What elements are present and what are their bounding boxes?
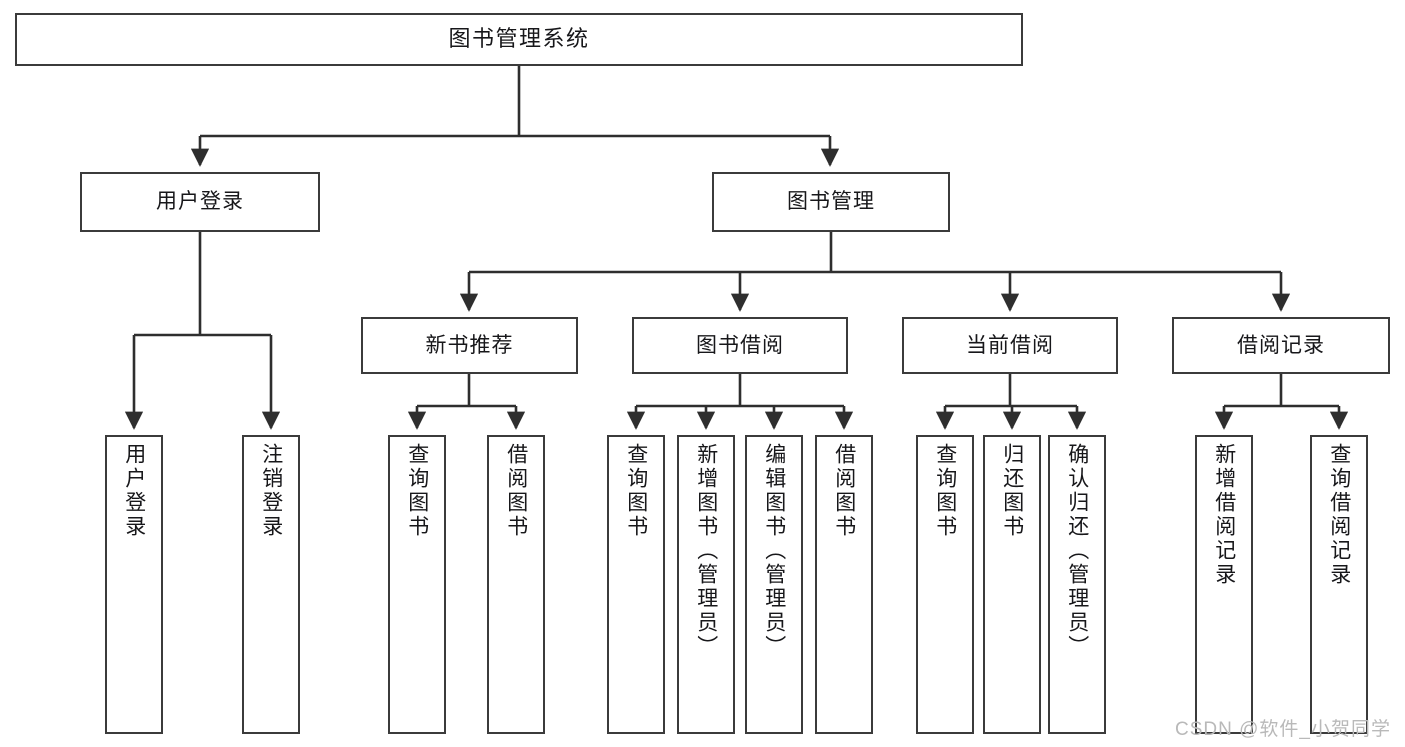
- leaf-query-books-recommendation[interactable]: 查询图书: [388, 435, 446, 734]
- node-label: 编辑图书（管理员）: [762, 443, 786, 659]
- node-label: 确认归还（管理员）: [1065, 443, 1089, 659]
- leaf-query-books-current[interactable]: 查询图书: [916, 435, 974, 734]
- leaf-user-login[interactable]: 用户登录: [105, 435, 163, 734]
- node-label: 图书管理: [787, 190, 875, 214]
- node-root-library-management-system[interactable]: 图书管理系统: [15, 13, 1023, 66]
- node-label: 当前借阅: [966, 333, 1054, 357]
- node-label: 用户登录: [122, 443, 146, 539]
- node-borrowing-records[interactable]: 借阅记录: [1172, 317, 1390, 374]
- leaf-query-books-borrowing[interactable]: 查询图书: [607, 435, 665, 734]
- node-label: 查询图书: [405, 443, 429, 539]
- node-label: 图书管理系统: [448, 26, 590, 52]
- node-label: 借阅图书: [504, 443, 528, 539]
- node-label: 归还图书: [1000, 443, 1024, 539]
- csdn-watermark: CSDN @软件_小贺同学: [1175, 719, 1391, 740]
- node-current-borrowing[interactable]: 当前借阅: [902, 317, 1118, 374]
- node-label: 查询图书: [624, 443, 648, 539]
- leaf-borrow-books-recommendation[interactable]: 借阅图书: [487, 435, 545, 734]
- node-label: 借阅图书: [832, 443, 856, 539]
- node-book-management[interactable]: 图书管理: [712, 172, 950, 232]
- node-label: 用户登录: [156, 190, 244, 214]
- node-label: 借阅记录: [1237, 333, 1325, 357]
- leaf-add-book-admin[interactable]: 新增图书（管理员）: [677, 435, 735, 734]
- node-label: 查询借阅记录: [1327, 443, 1351, 587]
- leaf-query-borrowing-record[interactable]: 查询借阅记录: [1310, 435, 1368, 734]
- node-label: 新增图书（管理员）: [694, 443, 718, 659]
- node-label: 查询图书: [933, 443, 957, 539]
- node-user-login[interactable]: 用户登录: [80, 172, 320, 232]
- leaf-return-books[interactable]: 归还图书: [983, 435, 1041, 734]
- leaf-borrow-books[interactable]: 借阅图书: [815, 435, 873, 734]
- leaf-confirm-return-admin[interactable]: 确认归还（管理员）: [1048, 435, 1106, 734]
- leaf-add-borrowing-record[interactable]: 新增借阅记录: [1195, 435, 1253, 734]
- node-label: 注销登录: [259, 443, 283, 539]
- leaf-logout[interactable]: 注销登录: [242, 435, 300, 734]
- node-label: 图书借阅: [696, 333, 784, 357]
- leaf-edit-book-admin[interactable]: 编辑图书（管理员）: [745, 435, 803, 734]
- node-label: 新增借阅记录: [1212, 443, 1236, 587]
- node-label: 新书推荐: [425, 333, 514, 357]
- node-book-borrowing[interactable]: 图书借阅: [632, 317, 848, 374]
- node-new-book-recommendation[interactable]: 新书推荐: [361, 317, 578, 374]
